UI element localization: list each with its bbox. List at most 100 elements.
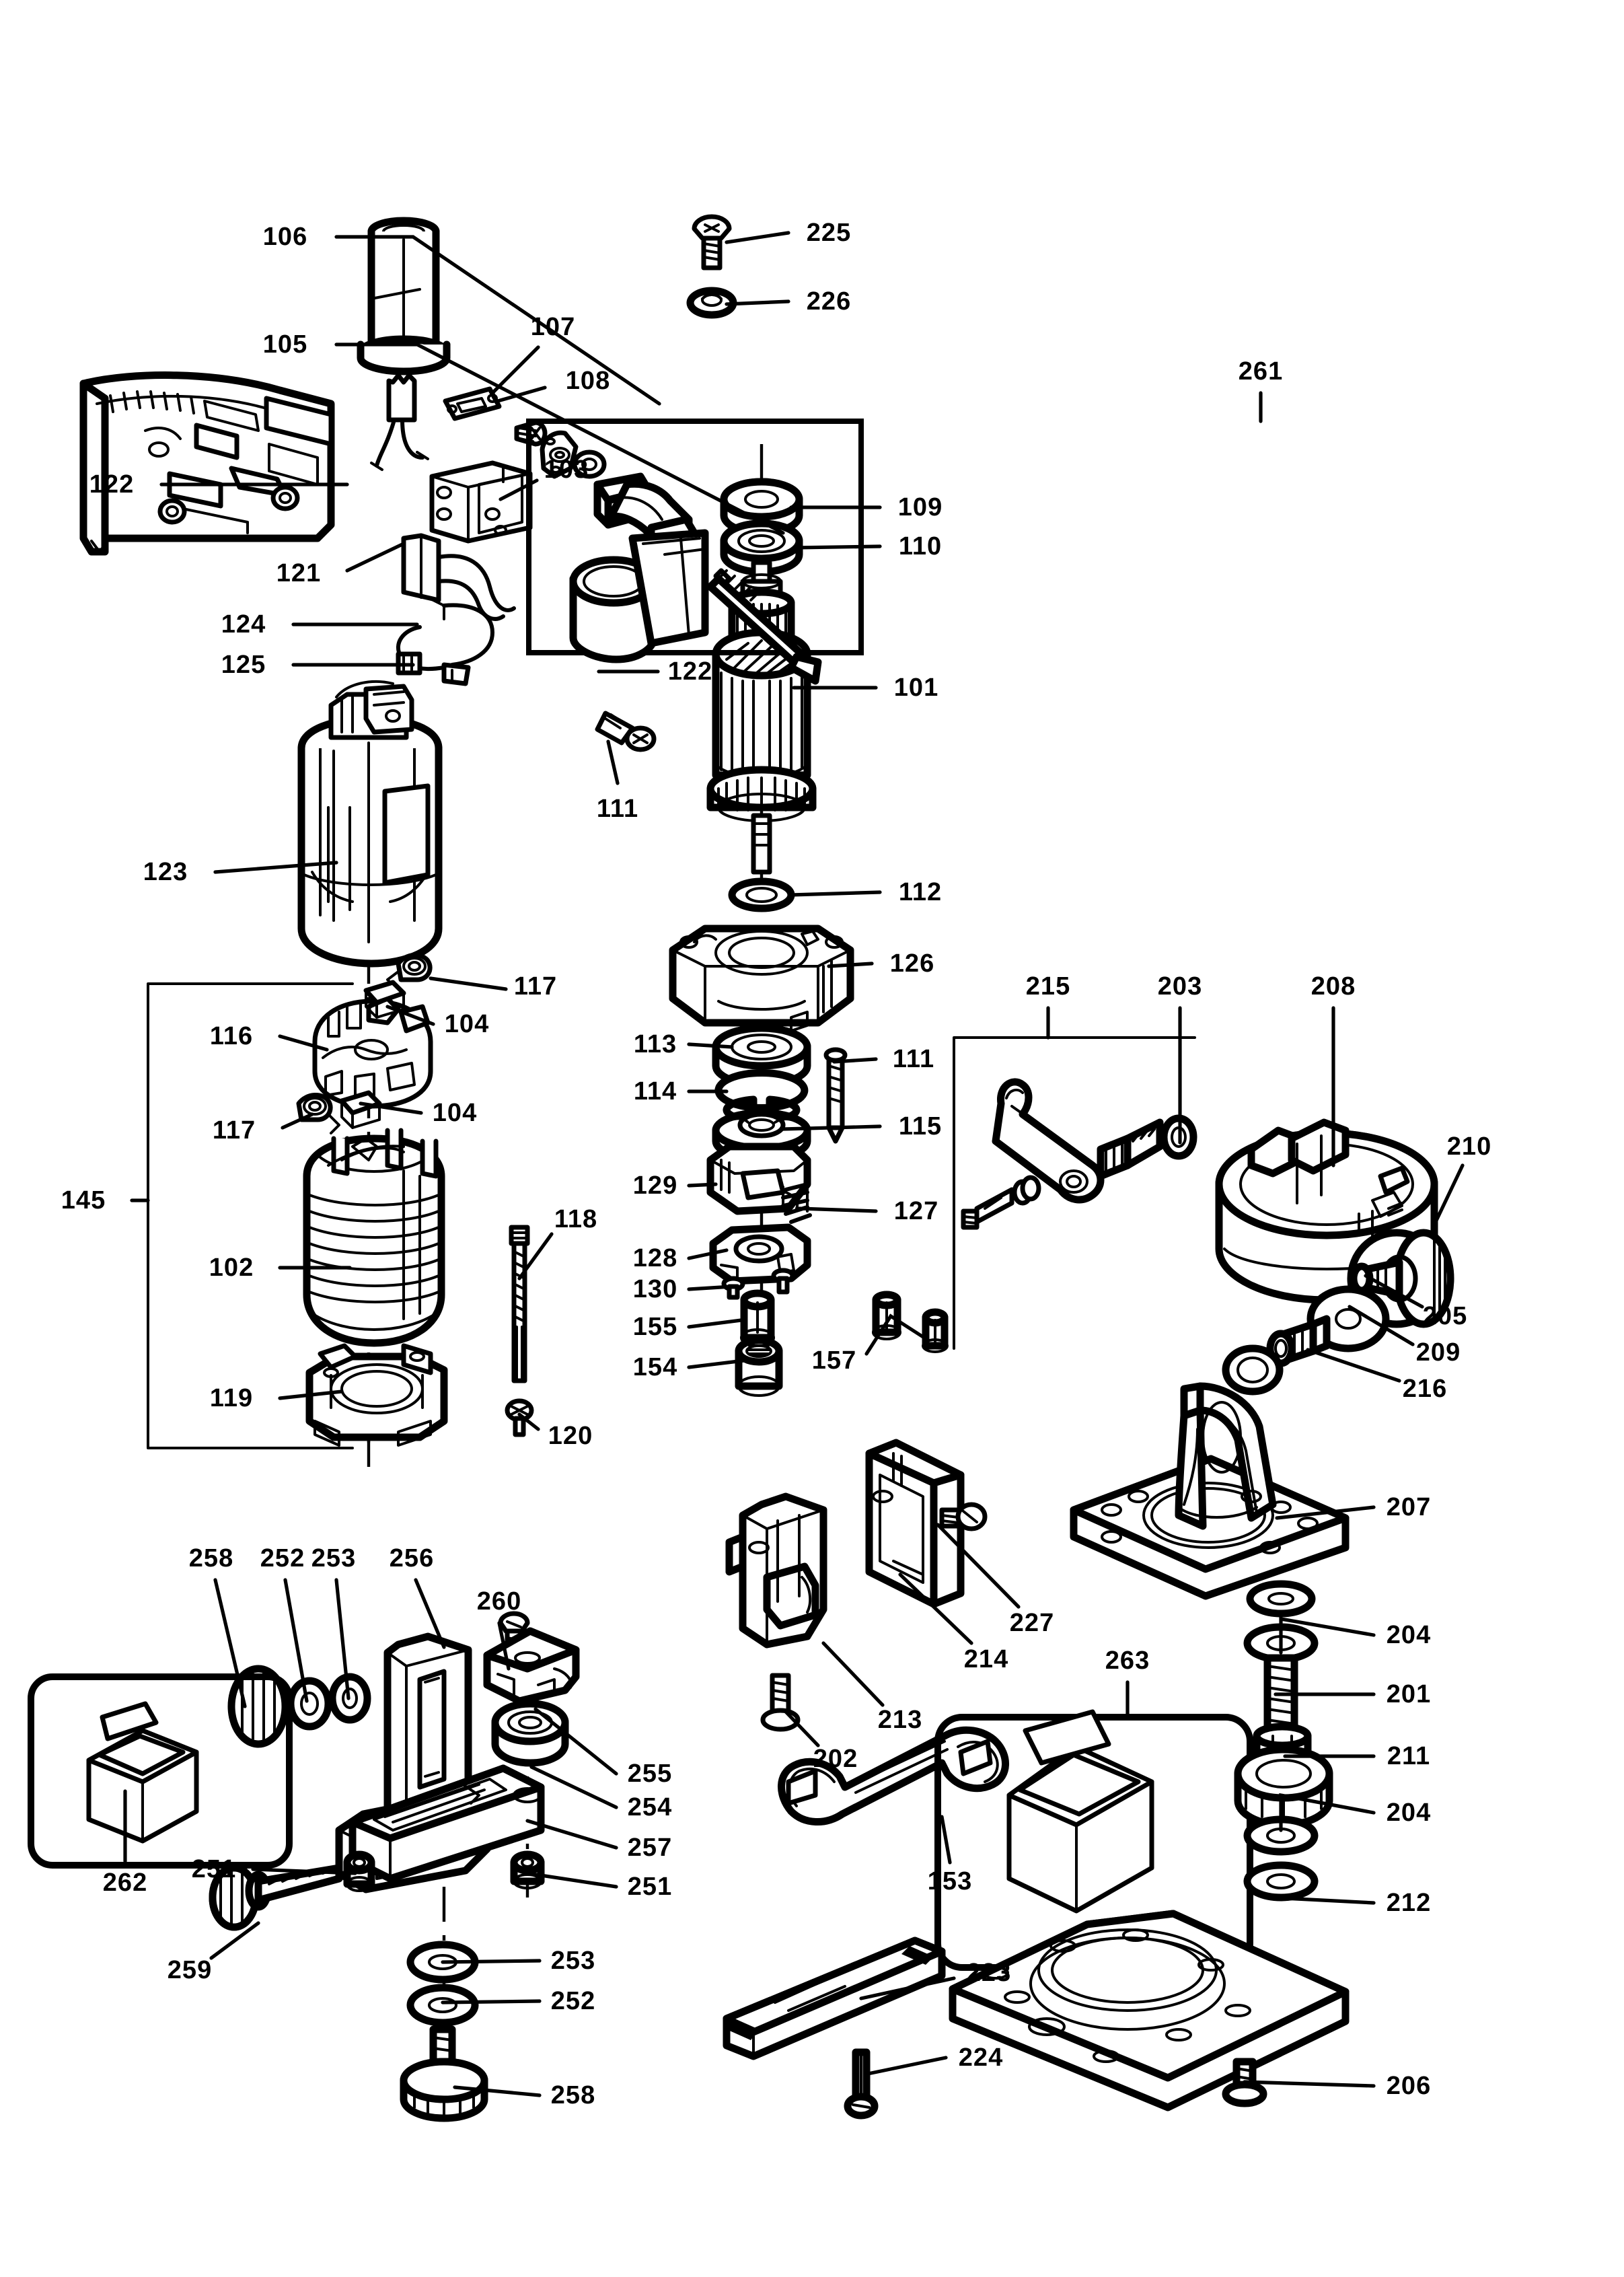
callout-211: 211 — [1387, 1742, 1431, 1770]
callout-253: 253 — [550, 1947, 596, 1975]
part-111-screw-a — [595, 711, 657, 752]
leader-112 — [789, 890, 882, 897]
leader-157 — [864, 1313, 930, 1356]
part-258-knob-lower — [400, 2025, 488, 2122]
callout-108: 108 — [565, 367, 611, 395]
callout-260: 260 — [476, 1587, 522, 1616]
leader-216 — [1306, 1348, 1401, 1383]
callout-104: 104 — [444, 1010, 490, 1038]
part-117-brush-spring-lower — [296, 1093, 340, 1134]
callout-258: 258 — [188, 1544, 234, 1573]
callout-145: 145 — [61, 1186, 106, 1215]
callout-126: 126 — [889, 949, 935, 978]
leader-226 — [725, 299, 790, 306]
part-155-collet-sleeve — [740, 1289, 775, 1347]
leader-107 — [490, 345, 540, 395]
leader-205 — [1364, 1274, 1424, 1309]
part-257-base-rail — [348, 1764, 545, 1883]
part-114-snap-ring — [714, 1069, 809, 1125]
part-102-field-stator — [303, 1128, 445, 1347]
leader-103 — [499, 478, 539, 501]
part-121-brush-arm — [401, 533, 516, 621]
leader-258 — [453, 2085, 542, 2097]
callout-104: 104 — [432, 1099, 478, 1127]
callout-216: 216 — [1402, 1375, 1448, 1403]
callout-212: 212 — [1386, 1889, 1432, 1917]
callout-102: 102 — [209, 1254, 254, 1282]
leader-118 — [517, 1232, 554, 1280]
part-215-lever — [992, 1078, 1105, 1204]
callout-153: 153 — [927, 1867, 973, 1895]
leader-258 — [213, 1578, 247, 1708]
part-120-screw — [505, 1398, 534, 1437]
leader-212 — [1268, 1895, 1376, 1905]
leader-204 — [1279, 1616, 1376, 1655]
part-154-collet-nut — [735, 1336, 783, 1397]
callout-129: 129 — [632, 1171, 678, 1200]
callout-205: 205 — [1422, 1302, 1468, 1330]
part-214-guide-plate — [865, 1439, 965, 1608]
callout-259: 259 — [167, 1956, 213, 1984]
callout-122: 122 — [89, 470, 135, 499]
leader-259 — [209, 1921, 260, 1960]
leader-253 — [441, 1959, 542, 1964]
callout-201: 201 — [1386, 1680, 1432, 1708]
callout-115: 115 — [898, 1112, 943, 1141]
leader-126 — [827, 962, 874, 968]
callout-251: 251 — [191, 1855, 237, 1883]
part-202-screw — [760, 1673, 801, 1732]
callout-254: 254 — [627, 1793, 673, 1821]
leader-108 — [496, 386, 547, 403]
callout-263: 263 — [1105, 1647, 1150, 1675]
leader-128 — [687, 1248, 729, 1260]
part-224-screw — [844, 2048, 879, 2120]
part-106-handle-sleeve — [357, 217, 451, 375]
callout-155: 155 — [632, 1313, 678, 1341]
part-122-housing-shell-left — [79, 371, 335, 556]
callout-123: 123 — [143, 858, 188, 886]
callout-225: 225 — [806, 219, 852, 247]
leader-113 — [687, 1042, 734, 1049]
leader-253 — [334, 1578, 350, 1700]
group-bracket-145 — [131, 982, 354, 1449]
callout-118: 118 — [554, 1205, 598, 1233]
leader-224 — [866, 2056, 948, 2076]
callout-157: 157 — [811, 1346, 857, 1375]
callout-210: 210 — [1446, 1132, 1492, 1161]
callout-128: 128 — [632, 1244, 678, 1272]
leader-117 — [281, 1112, 314, 1130]
leader-116 — [278, 1034, 329, 1052]
part-252-washer-lower — [406, 1984, 479, 2027]
part-215-bolt-assembly — [961, 1175, 1041, 1230]
part-213-guide-block — [725, 1492, 827, 1649]
callout-256: 256 — [389, 1544, 435, 1573]
part-207-base-bracket — [1070, 1382, 1350, 1600]
part-227-screw — [939, 1502, 988, 1531]
callout-207: 207 — [1386, 1493, 1432, 1521]
part-119-end-cap — [305, 1343, 448, 1447]
part-153-wrench — [778, 1726, 1009, 1826]
part-107-retainer-plate — [443, 386, 502, 421]
callout-213: 213 — [877, 1706, 923, 1734]
callout-258: 258 — [550, 2081, 596, 2109]
part-157-collet-b — [922, 1308, 949, 1353]
part-204-washer-top1 — [1246, 1580, 1316, 1618]
callout-122: 122 — [667, 657, 713, 686]
callout-224: 224 — [958, 2044, 1004, 2072]
callout-226: 226 — [806, 287, 852, 316]
callout-119: 119 — [209, 1384, 254, 1412]
part-251-nut-right — [510, 1850, 545, 1889]
callout-101: 101 — [893, 674, 939, 702]
callout-117: 117 — [212, 1116, 256, 1145]
callout-255: 255 — [627, 1760, 673, 1788]
leader-252 — [441, 1999, 542, 2004]
leader-117 — [429, 976, 508, 991]
callout-262: 262 — [102, 1869, 148, 1897]
leader-257 — [525, 1819, 618, 1850]
leader-255 — [533, 1707, 618, 1776]
leader-105 — [334, 342, 785, 535]
part-117-brush-spring-upper — [386, 953, 433, 989]
part-111-screw-b — [823, 1047, 848, 1144]
leader-213 — [821, 1641, 885, 1707]
